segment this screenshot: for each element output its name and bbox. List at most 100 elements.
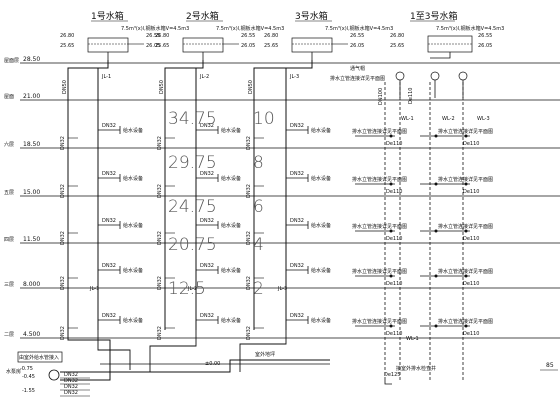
pipe-size-label: DN50 xyxy=(159,80,165,94)
floor-name-label: 屋面 xyxy=(4,94,14,100)
tank-level-label: 26.05 xyxy=(146,43,160,49)
drain-node xyxy=(389,134,393,138)
supply-inlet-box xyxy=(17,351,63,363)
drain-node xyxy=(464,324,468,328)
jl-riser-b xyxy=(285,67,312,330)
tank-level-label: 25.65 xyxy=(155,43,169,49)
floor-name-label: 三层 xyxy=(4,282,14,288)
jl-riser-a xyxy=(253,60,313,330)
pipe-size-label: De125 xyxy=(384,372,400,378)
ground-elevation-label: ±0.00 xyxy=(205,361,220,367)
fixture-label: 给水设备 xyxy=(221,127,241,134)
pipe-size-label: DN32 xyxy=(64,378,78,384)
tank-spec-label: 7.5m³(x)l,钢板水箱V=4.5m3 xyxy=(436,25,504,32)
tank-level-label: 26.55 xyxy=(241,33,255,39)
drain-branch-label: 排水立管连接详见平面图 xyxy=(352,128,407,135)
pipe-size-label: DN32 xyxy=(290,171,304,177)
pump-label: 水泵房 xyxy=(6,368,21,375)
pipe-size-label: DN32 xyxy=(102,313,116,319)
pipe-size-label: De110 xyxy=(386,189,402,195)
pipe-size-label: DN32 xyxy=(157,184,163,198)
pipe-size-label: DN32 xyxy=(246,136,252,150)
floor-name-label: 二层 xyxy=(4,332,14,338)
pipe-size-label: De110 xyxy=(463,331,479,337)
fixture-label: 给水设备 xyxy=(123,175,143,182)
tank-level-label: 25.65 xyxy=(390,43,404,49)
pipe-size-label: De110 xyxy=(408,88,414,104)
ground-elevation-label: -0.75 xyxy=(20,366,33,372)
big-number-col3: 8 xyxy=(253,153,264,173)
fixture-label: 给水设备 xyxy=(123,317,143,324)
drain-branch-label: 排水立管连接详见平面图 xyxy=(352,176,407,183)
big-number-col2: 12.5 xyxy=(168,279,206,299)
fixture-label: 给水设备 xyxy=(123,127,143,134)
fixture-label: 给水设备 xyxy=(311,267,331,274)
supply-connector xyxy=(239,330,287,372)
riser-label-wl: WL-3 xyxy=(477,116,490,122)
ground-elevation-label: -0.45 xyxy=(22,374,35,380)
tank-header-2: 2号水箱 xyxy=(186,10,219,22)
drain-branch-label: 排水立管连接详见平面图 xyxy=(438,128,493,135)
fixture-label: 给水设备 xyxy=(221,222,241,229)
pipe-size-label: DN32 xyxy=(60,276,66,290)
riser-label-jl: JL-2 xyxy=(199,74,209,80)
pipe-size-label: DN32 xyxy=(200,313,214,319)
supply-inlet-label: 由室外给水管接入 xyxy=(19,354,59,361)
vent-label: 通气帽 xyxy=(350,65,365,72)
pipe-size-label: DN32 xyxy=(200,218,214,224)
pipe-size-label: DN32 xyxy=(246,326,252,340)
tank-level-label: 25.65 xyxy=(264,43,278,49)
drain-node xyxy=(389,274,393,278)
big-number-col2: 24.75 xyxy=(168,197,217,217)
riser-label-jl: JL-3 xyxy=(277,286,287,292)
pipe-size-label: DN32 xyxy=(157,136,163,150)
pipe-size-label: DN32 xyxy=(290,123,304,129)
drain-node xyxy=(464,274,468,278)
drain-branch-label: 排水立管连接详见平面图 xyxy=(438,268,493,275)
big-number-col3: 2 xyxy=(253,279,264,299)
riser-label-jl: JL-3 xyxy=(289,74,299,80)
pipe-size-label: DN32 xyxy=(102,218,116,224)
floor-name-label: 四层 xyxy=(4,237,14,243)
fixture-label: 给水设备 xyxy=(221,267,241,274)
riser-label-wl: WL-1 xyxy=(401,116,414,122)
pipe-size-label: DN32 xyxy=(290,263,304,269)
pipe-size-label: DN32 xyxy=(64,390,78,396)
supply-connector xyxy=(149,330,197,372)
tank-header-1: 1号水箱 xyxy=(91,10,124,22)
floor-name-label: 五层 xyxy=(4,190,14,196)
drain-branch-label: 排水立管连接详见平面图 xyxy=(438,318,493,325)
pipe-size-label: DN32 xyxy=(60,184,66,198)
pipe-size-label: DN32 xyxy=(290,218,304,224)
jl-riser-b xyxy=(195,67,203,330)
riser-label-wl: WL-2 xyxy=(442,116,455,122)
floor-name-label: 六层 xyxy=(4,141,14,148)
tank-spec-label: 7.5m³(x)l,钢板水箱V=4.5m3 xyxy=(325,25,393,32)
fixture-label: 给水设备 xyxy=(221,175,241,182)
drain-node xyxy=(434,182,438,186)
pipe-size-label: DN32 xyxy=(200,123,214,129)
drain-node xyxy=(389,229,393,233)
riser-label-jl: JL-1 xyxy=(101,74,111,80)
drain-node xyxy=(464,182,468,186)
water-tank-3 xyxy=(291,37,333,53)
pipe-size-label: DN32 xyxy=(102,263,116,269)
drain-node xyxy=(434,134,438,138)
drain-node xyxy=(434,324,438,328)
drain-note-label: 排水立管连接详见平面图 xyxy=(330,75,385,82)
pipe-size-label: DN32 xyxy=(200,171,214,177)
floor-elevation-label: 21.00 xyxy=(23,93,40,100)
pipe-size-label: De110 xyxy=(463,189,479,195)
tank-level-label: 26.55 xyxy=(478,33,492,39)
tank-header-3: 3号水箱 xyxy=(295,10,328,22)
pipe-size-label: DN32 xyxy=(60,326,66,340)
water-tank-1 xyxy=(87,37,129,53)
tank-level-label: 25.65 xyxy=(60,43,74,49)
supply-loop-pipe xyxy=(60,330,111,381)
drain-branch-label: 排水立管连接详见平面图 xyxy=(352,268,407,275)
tank-level-label: 26.80 xyxy=(264,33,278,39)
tank-level-label: 26.05 xyxy=(478,43,492,49)
big-number-col3: 10 xyxy=(253,109,275,129)
